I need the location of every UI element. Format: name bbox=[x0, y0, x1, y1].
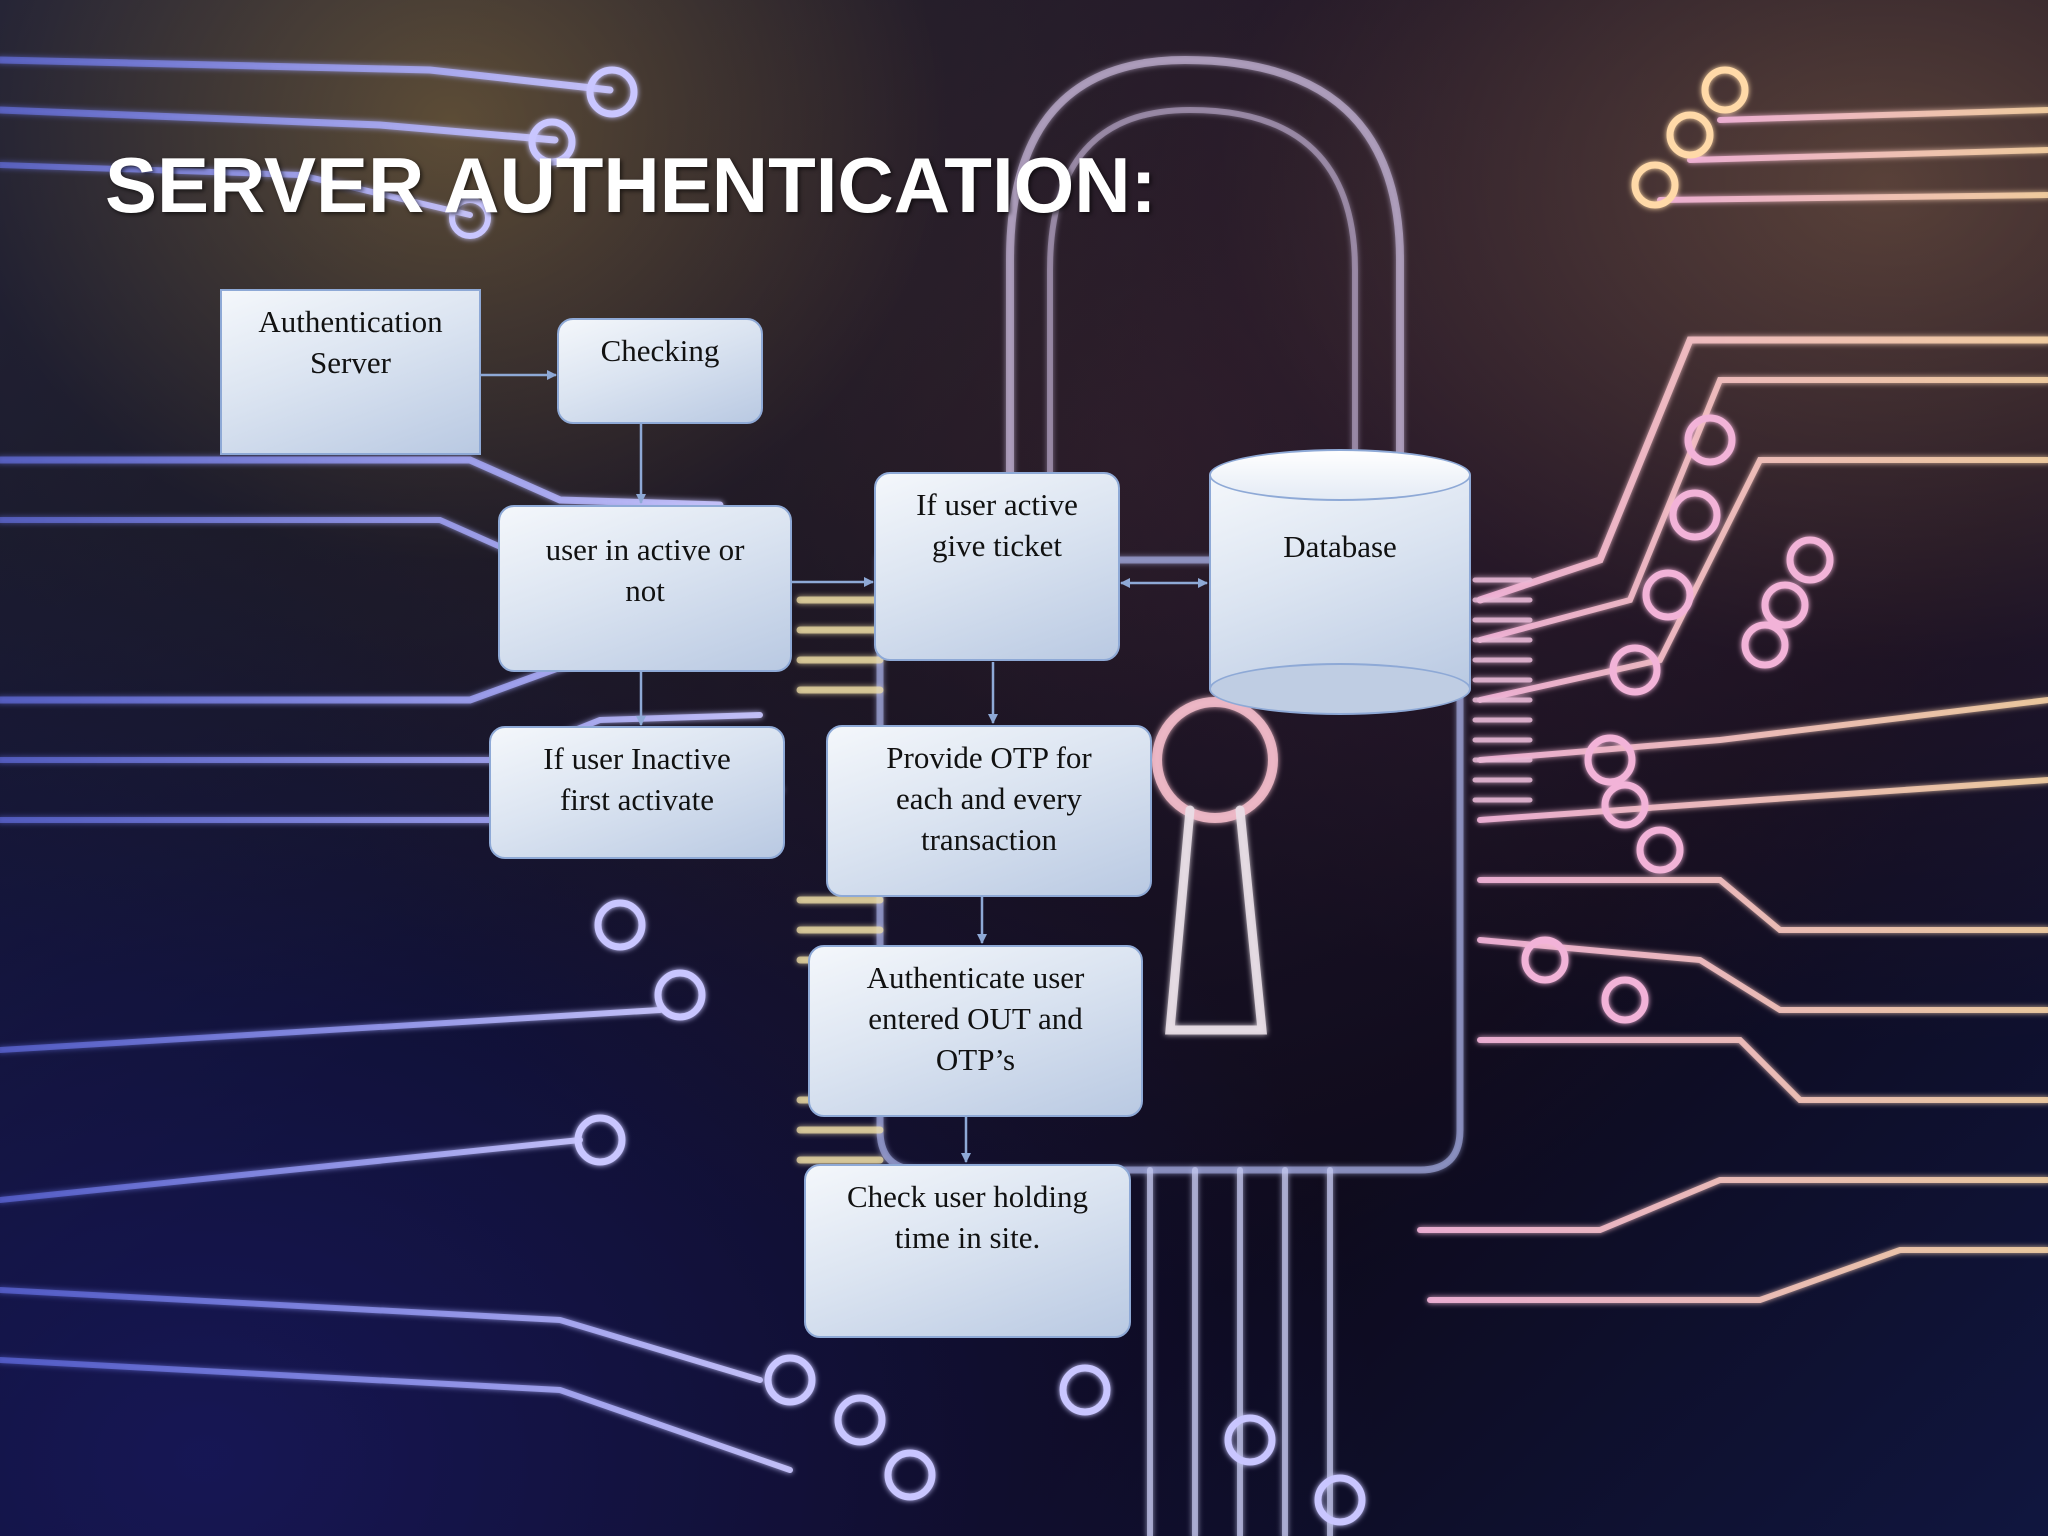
node-user-active-check: user in active or not bbox=[498, 505, 792, 672]
node-text-line: user in active or bbox=[545, 532, 745, 567]
node-text-line: Authentication bbox=[258, 304, 443, 339]
slide-title: SERVER AUTHENTICATION: bbox=[105, 141, 1157, 229]
database-body bbox=[1209, 475, 1471, 689]
node-provide-otp: Provide OTP for each and every transacti… bbox=[826, 725, 1152, 897]
node-text-line: Checking bbox=[600, 333, 720, 368]
node-text-line: not bbox=[625, 573, 665, 608]
node-text-line: time in site. bbox=[894, 1220, 1041, 1255]
node-give-ticket: If user active give ticket bbox=[874, 472, 1120, 661]
node-text-line: transaction bbox=[920, 822, 1057, 857]
database-label: Database bbox=[1283, 529, 1397, 564]
node-activate-user: If user Inactive first activate bbox=[489, 726, 785, 859]
node-text-line: entered OUT and bbox=[868, 1001, 1083, 1036]
node-text-line: Authenticate user bbox=[866, 960, 1085, 995]
node-text-line: Provide OTP for bbox=[886, 740, 1092, 775]
node-text-line: If user active bbox=[916, 487, 1078, 522]
node-text-line: Check user holding bbox=[846, 1179, 1089, 1214]
node-text-line: OTP’s bbox=[935, 1042, 1016, 1077]
node-text-line: each and every bbox=[896, 781, 1082, 816]
node-authentication-server: Authentication Server bbox=[220, 289, 481, 455]
database-bottom bbox=[1209, 663, 1471, 715]
node-database: Database bbox=[1209, 449, 1471, 715]
database-top bbox=[1209, 449, 1471, 501]
node-text-line: Server bbox=[310, 345, 391, 380]
node-text-line: If user Inactive bbox=[543, 741, 731, 776]
node-text-line: first activate bbox=[559, 782, 715, 817]
node-authenticate-user: Authenticate user entered OUT and OTP’s bbox=[808, 945, 1143, 1117]
node-text-line: give ticket bbox=[932, 528, 1062, 563]
node-check-holding-time: Check user holding time in site. bbox=[804, 1164, 1131, 1338]
node-checking: Checking bbox=[557, 318, 763, 424]
